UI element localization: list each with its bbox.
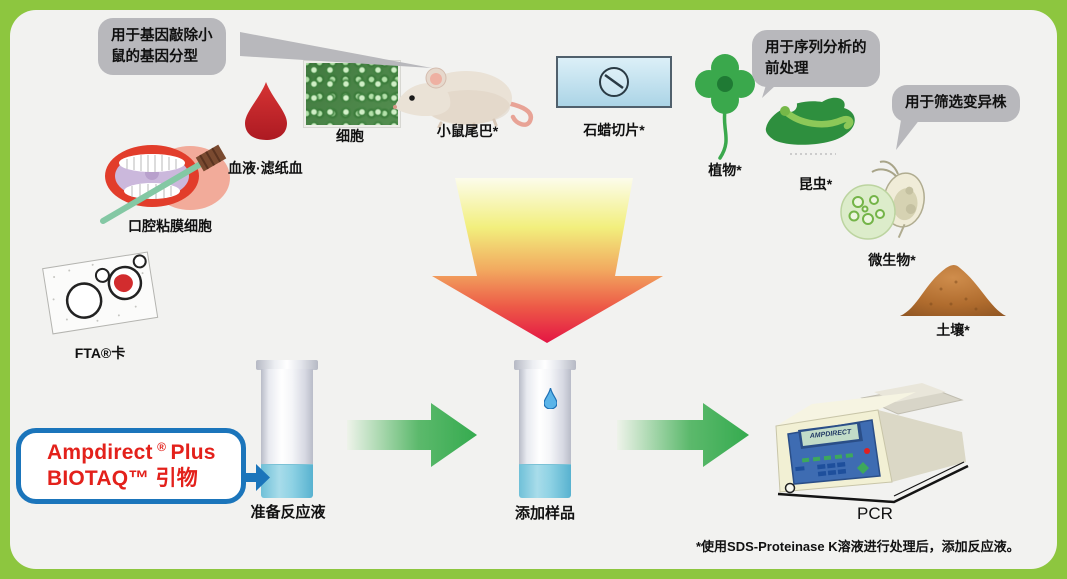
label-insect: 昆虫* [798, 176, 833, 192]
label-paraffin: 石蜡切片* [583, 122, 645, 138]
insect-icon [765, 97, 855, 155]
blood-drop-icon [245, 82, 287, 140]
label-pcr: PCR [857, 504, 893, 523]
pcr-machine-icon: AMPDIRECT [775, 383, 969, 504]
label-add-sample: 添加样品 [514, 505, 575, 522]
callout-genotyping-line2: 鼠的基因分型 [111, 48, 198, 65]
paraffin-slide-icon [556, 56, 672, 108]
label-soil: 土壤* [936, 322, 970, 338]
callout-sequencing-line2: 前处理 [765, 60, 809, 77]
plant-icon [695, 54, 755, 160]
callout-mutant-line1: 用于筛选变异株 [905, 95, 1007, 111]
reagent-line1: Ampdirect ® Plus [47, 440, 241, 466]
footnote: *使用SDS-Proteinase K溶液进行处理后，添加反应液。 [696, 539, 1020, 554]
label-microbe: 微生物* [868, 252, 916, 268]
sample-droplet-icon [544, 388, 557, 409]
flow-arrow-1-icon [347, 403, 477, 467]
label-fta: FTA®卡 [74, 345, 126, 361]
reagent-line2: BIOTAQ™ 引物 [47, 467, 198, 490]
label-blood: 血液·滤纸血 [228, 160, 303, 176]
registered-mark: ® [157, 439, 167, 454]
callout-mutant-tail [896, 114, 924, 150]
tube-flange [256, 360, 318, 370]
soil-icon [900, 265, 1006, 316]
fta-card-icon [42, 251, 159, 335]
sample-tube [514, 360, 576, 506]
label-cells: 细胞 [336, 128, 364, 144]
cells-image [304, 61, 400, 127]
label-prepare-reaction: 准备反应液 [250, 504, 326, 521]
mouse-icon [393, 67, 534, 128]
label-mouse: 小鼠尾巴* [436, 123, 499, 139]
callout-genotyping-tail [240, 32, 432, 68]
callout-genotyping-line1: 用于基因敲除小 [111, 28, 213, 44]
tube-flange [514, 360, 576, 370]
label-plant: 植物* [708, 162, 742, 178]
pcr-display-text: AMPDIRECT [808, 429, 852, 440]
tube-liquid [261, 464, 313, 498]
microbe-icon [840, 160, 925, 240]
funnel-arrow-icon [432, 178, 663, 343]
callout-sequencing-line1: 用于序列分析的 [765, 40, 867, 56]
tube-liquid [519, 464, 571, 498]
reagent-arrow-icon [243, 464, 270, 491]
reagent-box: Ampdirect ® Plus BIOTAQ™ 引物 [16, 428, 246, 504]
callout-mutant: 用于筛选变异株 [892, 85, 1020, 122]
flow-arrow-2-icon [617, 403, 749, 467]
reaction-tube [256, 360, 318, 506]
label-oral: 口腔粘膜细胞 [128, 218, 212, 234]
oral-swab-icon [100, 144, 230, 224]
callout-sequencing: 用于序列分析的 前处理 [752, 30, 880, 88]
callout-genotyping: 用于基因敲除小 鼠的基因分型 [98, 18, 226, 76]
brand-ampdirect: Ampdirect [47, 440, 153, 464]
brand-plus: Plus [170, 440, 216, 464]
